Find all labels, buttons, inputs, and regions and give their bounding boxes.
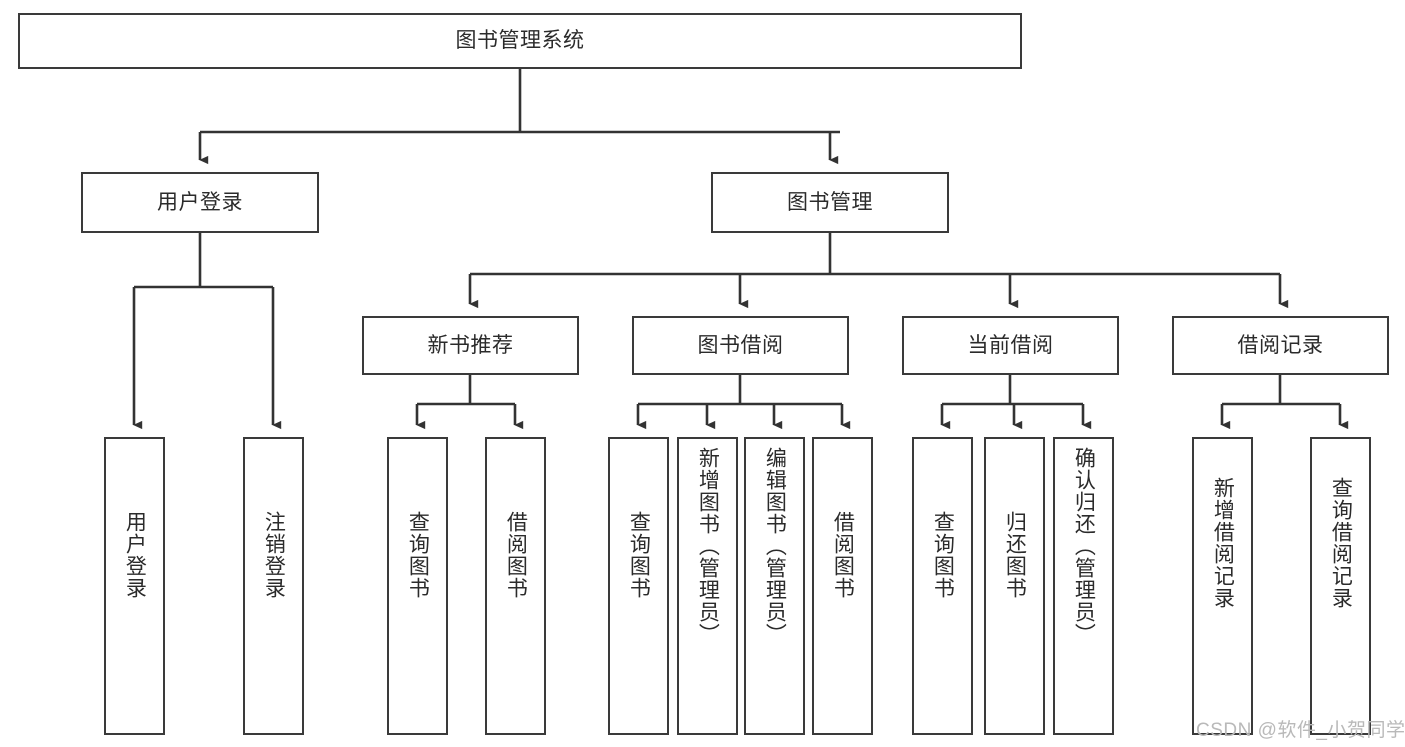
leaf-return-book-label: 归还图书 [1003, 511, 1027, 599]
leaf-add-borrow-record[interactable]: 新增借阅记录 [1192, 437, 1253, 735]
leaf-logout[interactable]: 注销登录 [243, 437, 304, 735]
leaf-query-book-newbook[interactable]: 查询图书 [387, 437, 448, 735]
leaf-edit-book-admin-label: 编辑图书（管理员） [763, 447, 787, 645]
leaf-borrow-book-borrow[interactable]: 借阅图书 [812, 437, 873, 735]
node-new-book-recommend-label: 新书推荐 [427, 333, 514, 357]
leaf-query-book-borrow[interactable]: 查询图书 [608, 437, 669, 735]
node-borrow-record-label: 借阅记录 [1237, 333, 1324, 357]
leaf-user-login[interactable]: 用户登录 [104, 437, 165, 735]
leaf-add-book-admin[interactable]: 新增图书（管理员） [677, 437, 738, 735]
leaf-add-borrow-record-label: 新增借阅记录 [1211, 477, 1235, 609]
leaf-query-borrow-record-label: 查询借阅记录 [1329, 477, 1353, 609]
leaf-query-book-current-label: 查询图书 [931, 511, 955, 599]
watermark: CSDN @软件_小贺同学 [1196, 720, 1405, 741]
node-new-book-recommend[interactable]: 新书推荐 [362, 316, 579, 375]
node-current-borrow[interactable]: 当前借阅 [902, 316, 1119, 375]
node-current-borrow-label: 当前借阅 [967, 333, 1054, 357]
node-book-management-label: 图书管理 [787, 190, 873, 214]
leaf-borrow-book-newbook[interactable]: 借阅图书 [485, 437, 546, 735]
node-book-management[interactable]: 图书管理 [711, 172, 949, 233]
leaf-return-book[interactable]: 归还图书 [984, 437, 1045, 735]
leaf-edit-book-admin[interactable]: 编辑图书（管理员） [744, 437, 805, 735]
leaf-query-book-current[interactable]: 查询图书 [912, 437, 973, 735]
node-root-label: 图书管理系统 [455, 29, 585, 53]
node-user-login-label: 用户登录 [157, 190, 243, 214]
node-root[interactable]: 图书管理系统 [18, 13, 1022, 69]
node-book-borrow-label: 图书借阅 [697, 333, 784, 357]
leaf-logout-label: 注销登录 [262, 511, 286, 599]
leaf-query-borrow-record[interactable]: 查询借阅记录 [1310, 437, 1371, 735]
leaf-borrow-book-borrow-label: 借阅图书 [831, 511, 855, 599]
node-borrow-record[interactable]: 借阅记录 [1172, 316, 1389, 375]
leaf-borrow-book-newbook-label: 借阅图书 [504, 511, 528, 599]
leaf-query-book-newbook-label: 查询图书 [406, 511, 430, 599]
leaf-query-book-borrow-label: 查询图书 [627, 511, 651, 599]
leaf-confirm-return-admin[interactable]: 确认归还（管理员） [1053, 437, 1114, 735]
node-user-login[interactable]: 用户登录 [81, 172, 319, 233]
leaf-confirm-return-admin-label: 确认归还（管理员） [1072, 447, 1096, 645]
leaf-user-login-label: 用户登录 [123, 511, 147, 599]
node-book-borrow[interactable]: 图书借阅 [632, 316, 849, 375]
leaf-add-book-admin-label: 新增图书（管理员） [696, 447, 720, 645]
